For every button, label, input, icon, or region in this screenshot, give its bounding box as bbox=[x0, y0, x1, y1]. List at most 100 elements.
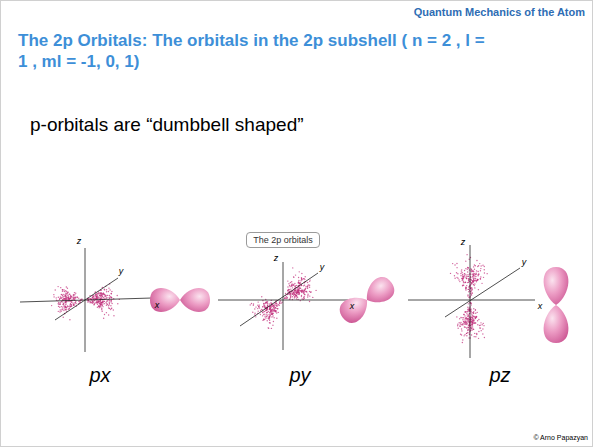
density-dot bbox=[291, 284, 292, 285]
density-dot bbox=[466, 275, 467, 276]
density-dot bbox=[305, 288, 306, 289]
density-dot bbox=[456, 263, 457, 264]
density-dot bbox=[89, 298, 90, 299]
density-dot bbox=[66, 297, 67, 298]
density-dot bbox=[108, 287, 109, 288]
density-dot bbox=[101, 311, 102, 312]
orbital-name: py bbox=[289, 364, 310, 387]
density-dot bbox=[65, 295, 66, 296]
axis-label: z bbox=[77, 236, 82, 246]
density-dot bbox=[472, 320, 473, 321]
density-dot bbox=[468, 303, 469, 304]
density-dot bbox=[462, 275, 463, 276]
density-dot bbox=[73, 304, 74, 305]
density-dot bbox=[468, 276, 469, 277]
axis-label: y bbox=[119, 266, 124, 276]
density-dot bbox=[298, 291, 299, 292]
density-dot bbox=[65, 304, 66, 305]
density-dot bbox=[269, 316, 270, 317]
density-dot bbox=[293, 277, 294, 278]
density-dot bbox=[103, 318, 104, 319]
density-dot bbox=[272, 313, 273, 314]
density-dot bbox=[99, 304, 100, 305]
caption-box: The 2p orbitals bbox=[246, 232, 320, 248]
density-dot bbox=[265, 310, 266, 311]
density-dot bbox=[73, 304, 74, 305]
density-dot bbox=[472, 325, 473, 326]
density-dot bbox=[59, 307, 60, 308]
density-dot bbox=[67, 288, 68, 289]
density-dot bbox=[104, 301, 105, 302]
density-dot bbox=[290, 298, 291, 299]
density-dot bbox=[467, 314, 468, 315]
density-dot bbox=[109, 295, 110, 296]
density-dot bbox=[306, 291, 307, 292]
density-dot bbox=[302, 290, 303, 291]
density-dot bbox=[66, 307, 67, 308]
density-dot bbox=[67, 306, 68, 307]
density-dot bbox=[93, 295, 94, 296]
density-dot bbox=[269, 303, 270, 304]
density-dot bbox=[274, 310, 275, 311]
density-dot bbox=[260, 314, 261, 315]
density-dot bbox=[68, 298, 69, 299]
density-dot bbox=[295, 292, 296, 293]
density-dot bbox=[471, 270, 472, 271]
density-dot bbox=[109, 303, 110, 304]
density-dot bbox=[69, 298, 70, 299]
density-dot bbox=[473, 278, 474, 279]
density-dot bbox=[92, 301, 93, 302]
density-dot bbox=[102, 301, 103, 302]
density-dot bbox=[95, 295, 96, 296]
density-dot bbox=[298, 281, 299, 282]
density-dot bbox=[468, 318, 469, 319]
density-dot bbox=[104, 289, 105, 290]
density-dot bbox=[99, 306, 100, 307]
density-dot bbox=[298, 287, 299, 288]
density-dot bbox=[462, 342, 463, 343]
density-dot bbox=[107, 300, 108, 301]
density-dot bbox=[296, 294, 297, 295]
density-dot bbox=[109, 302, 110, 303]
density-dot bbox=[66, 293, 67, 294]
density-dot bbox=[289, 286, 290, 287]
density-dot bbox=[468, 291, 469, 292]
density-dot bbox=[71, 296, 72, 297]
density-dot bbox=[297, 292, 298, 293]
density-dot bbox=[294, 291, 295, 292]
density-dot bbox=[102, 300, 103, 301]
coordinate-axes bbox=[20, 245, 535, 358]
density-dot bbox=[465, 268, 466, 269]
density-dot bbox=[110, 296, 111, 297]
density-dot bbox=[270, 302, 271, 303]
density-dot bbox=[262, 312, 263, 313]
density-dot bbox=[290, 288, 291, 289]
density-dot bbox=[460, 273, 461, 274]
density-dot bbox=[57, 303, 58, 304]
density-dot bbox=[475, 317, 476, 318]
density-dot bbox=[472, 327, 473, 328]
density-dot bbox=[259, 304, 260, 305]
density-dot bbox=[288, 283, 289, 284]
density-dot bbox=[466, 318, 467, 319]
density-dot bbox=[473, 281, 474, 282]
density-dot bbox=[463, 285, 464, 286]
density-dot bbox=[478, 265, 479, 266]
density-dot bbox=[270, 314, 271, 315]
density-dot bbox=[476, 281, 477, 282]
density-dot bbox=[64, 307, 65, 308]
density-dot bbox=[102, 295, 103, 296]
density-dot bbox=[269, 307, 270, 308]
density-dot bbox=[98, 305, 99, 306]
density-dot bbox=[93, 296, 94, 297]
density-dot bbox=[452, 263, 453, 264]
density-dot bbox=[60, 296, 61, 297]
density-dot bbox=[292, 287, 293, 288]
density-dot bbox=[98, 300, 99, 301]
density-dot bbox=[459, 325, 460, 326]
density-dot bbox=[299, 290, 300, 291]
density-dot bbox=[104, 314, 105, 315]
density-dot bbox=[296, 295, 297, 296]
density-dot bbox=[463, 335, 464, 336]
density-dot bbox=[113, 309, 114, 310]
